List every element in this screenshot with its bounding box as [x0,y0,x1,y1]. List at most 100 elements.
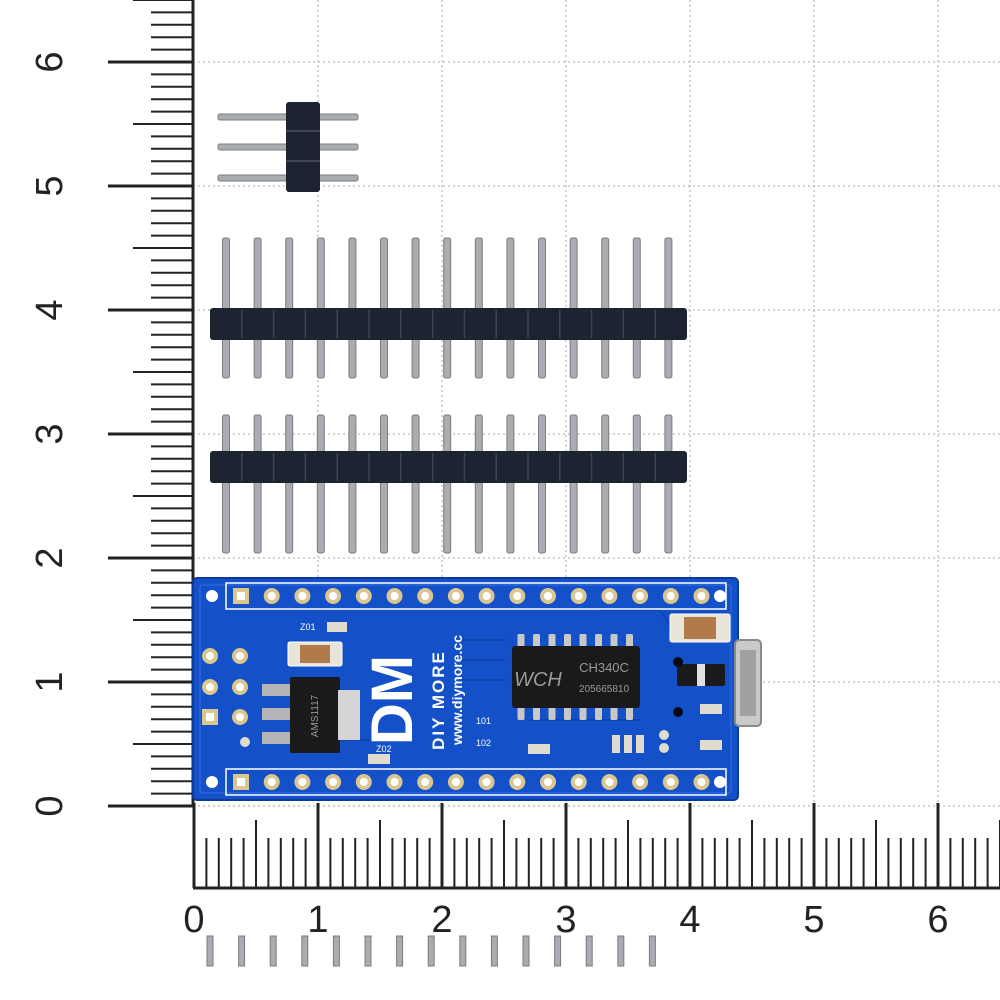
pad-hole [267,778,276,786]
pad-hole [605,592,614,600]
pad-hole [605,778,614,786]
chip-pin [548,634,556,648]
loose-pin [648,935,656,967]
loose-pin [269,935,277,967]
chip-pin [610,706,618,720]
pad-hole [421,592,430,600]
chip-pin [564,634,571,648]
header-body [210,451,687,483]
vertical-ruler: 0 1 2 3 4 5 6 [29,0,195,817]
hruler-label-2: 2 [431,899,452,941]
chip-label: CH340C [579,660,629,675]
pad-hole [329,778,338,786]
silk-label-101: 101 [476,716,491,726]
usb-serial-chip: WCH CH340C 205665810 [512,634,640,720]
mounting-hole [714,776,726,788]
mounting-hole [206,590,218,602]
header-pin [569,414,578,554]
chip-pin [533,634,540,648]
chip-pin [626,706,633,720]
pad-hole [390,592,399,600]
header-pin [411,414,420,554]
loose-pin [332,935,340,967]
chip-pin [548,706,556,720]
mounting-hole [714,590,726,602]
chip-pin [564,706,571,720]
loose-pin [554,935,562,967]
chip-pin [610,634,618,648]
logo-text: DM [360,655,425,745]
regulator-label: AMS1117 [310,694,321,737]
header-pin [601,414,610,554]
loose-pin [522,935,530,967]
loose-pins [206,935,656,967]
voltage-regulator: AMS1117 [262,677,360,753]
pad-hole [451,778,460,786]
header-pin [222,414,230,554]
loose-pin [490,935,498,967]
loose-pin [238,935,246,967]
hruler-label-6: 6 [927,899,948,941]
pad-hole [697,592,706,600]
pad-hole [267,592,276,600]
header-pin [632,414,641,554]
pad-hole [359,592,368,600]
mounting-hole [206,776,218,788]
brand-text: DIY MORE [429,650,448,750]
vruler-label-6: 6 [29,51,71,72]
pad-hole [237,592,245,600]
header-pin [506,414,515,554]
hruler-label-1: 1 [307,899,328,941]
vruler-label-0: 0 [29,795,71,816]
pad-hole [697,778,706,786]
loose-pin [301,935,309,967]
loose-pin [427,935,435,967]
header-pin [380,414,388,554]
pad-hole [574,778,583,786]
loose-pin [364,935,372,967]
chip-pin [533,706,540,720]
board-logo: DM DIY MORE www.diymore.cc [360,635,465,750]
pad-hole [236,652,244,660]
pad-hole [206,713,214,721]
chip-pin [626,634,633,648]
pad-hole [237,778,245,786]
pad-hole [206,683,214,691]
loose-pin [459,935,467,967]
pad-hole [451,592,460,600]
silk-label-z01: Z01 [300,622,316,632]
header-pin [664,414,673,554]
pad-hole [544,592,552,600]
pad-hole [482,592,491,600]
pad-hole [236,713,244,721]
loose-pin [585,935,593,967]
chip-pin [517,634,525,648]
pad-hole [544,778,552,786]
silk-labels: Z01 Z02 101 102 [300,622,491,754]
usb-connector [734,639,762,727]
header-pin [443,414,452,554]
pad-hole [236,683,244,691]
pad-hole [636,592,645,600]
pad-hole [513,778,522,786]
chip-pin [595,706,602,720]
pad-hole [636,778,645,786]
loose-pin [206,935,214,967]
pad-hole [574,592,583,600]
loose-pin [396,935,404,967]
pad-hole [206,652,214,660]
pad-hole [421,778,430,786]
passive-components [240,613,731,764]
long-pin-header-top [210,237,687,379]
hruler-label-5: 5 [803,899,824,941]
hruler-label-0: 0 [183,899,204,941]
chip-code: 205665810 [579,684,629,695]
loose-pin [617,935,625,967]
short-pin-header [217,102,359,192]
pad-hole [329,592,338,600]
pad-hole [666,778,675,786]
pad-hole [298,778,307,786]
vruler-label-1: 1 [29,671,71,692]
vruler-label-3: 3 [29,423,71,444]
